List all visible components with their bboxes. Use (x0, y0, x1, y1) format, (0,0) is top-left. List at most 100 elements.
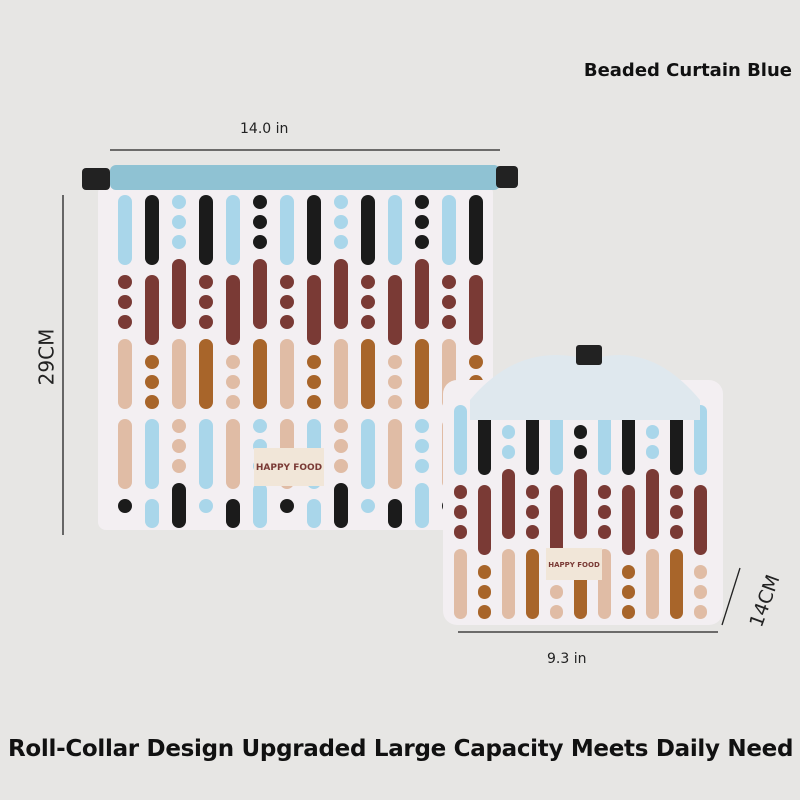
pattern-bead (502, 425, 515, 439)
pattern-bead (478, 605, 491, 619)
pattern-bead (307, 499, 321, 528)
pattern-bead (145, 355, 159, 369)
pattern-bead (415, 215, 429, 229)
pattern-bead (598, 525, 611, 539)
pattern-bead (622, 605, 635, 619)
pattern-bead (694, 565, 707, 579)
pattern-bead (478, 485, 491, 555)
roll-top-strap (110, 165, 500, 190)
pattern-bead (442, 295, 456, 309)
pattern-bead (307, 355, 321, 369)
pattern-bead (388, 275, 402, 345)
pattern-bead (694, 485, 707, 555)
pattern-bead (442, 195, 456, 265)
pattern-bead (172, 483, 186, 528)
pattern-bead (118, 295, 132, 309)
pattern-bead (145, 499, 159, 528)
pattern-bead (226, 395, 240, 409)
pattern-bead (226, 275, 240, 345)
pattern-bead (388, 375, 402, 389)
pattern-bead (334, 459, 348, 473)
pattern-bead (334, 259, 348, 329)
small-buckle-icon (576, 345, 602, 365)
tagline: Roll-Collar Design Upgraded Large Capaci… (8, 736, 794, 762)
pattern-bead (598, 505, 611, 519)
pattern-bead (280, 315, 294, 329)
pattern-bead (334, 215, 348, 229)
pattern-bead (280, 195, 294, 265)
small-brand-logo-patch (546, 548, 602, 580)
pattern-bead (172, 419, 186, 433)
pattern-bead (307, 275, 321, 345)
pattern-bead (253, 259, 267, 329)
pattern-bead (502, 549, 515, 619)
pattern-bead (415, 459, 429, 473)
pattern-bead (415, 419, 429, 433)
pattern-bead (442, 315, 456, 329)
pattern-bead (646, 445, 659, 459)
pattern-bead (253, 483, 267, 528)
pattern-bead (388, 195, 402, 265)
pattern-bead (526, 485, 539, 499)
pattern-bead (574, 445, 587, 459)
pattern-bead (253, 419, 267, 433)
pattern-bead (226, 375, 240, 389)
pattern-bead (622, 565, 635, 579)
pattern-bead (478, 405, 491, 475)
pattern-bead (388, 395, 402, 409)
pattern-bead (361, 339, 375, 409)
pattern-bead (172, 339, 186, 409)
pattern-bead (361, 315, 375, 329)
pattern-bead (118, 499, 132, 513)
pattern-bead (598, 485, 611, 499)
pattern-bead (670, 525, 683, 539)
pattern-bead (280, 339, 294, 409)
pattern-bead (526, 505, 539, 519)
pattern-bead (502, 469, 515, 539)
pattern-bead (172, 259, 186, 329)
pattern-bead (145, 419, 159, 489)
product-variant-title: Beaded Curtain Blue (583, 60, 792, 81)
pattern-bead (622, 405, 635, 475)
pattern-bead (415, 339, 429, 409)
svg-text:HAPPY FOOD: HAPPY FOOD (548, 561, 600, 569)
pattern-bead (118, 339, 132, 409)
pattern-bead (118, 315, 132, 329)
pattern-bead (334, 339, 348, 409)
pattern-bead (145, 395, 159, 409)
pattern-bead (199, 419, 213, 489)
pattern-bead (502, 445, 515, 459)
pattern-bead (454, 485, 467, 499)
pattern-bead (550, 585, 563, 599)
pattern-bead (526, 405, 539, 475)
pattern-bead (454, 525, 467, 539)
pattern-bead (646, 549, 659, 619)
pattern-bead (307, 395, 321, 409)
pattern-bead (172, 195, 186, 209)
pattern-bead (361, 499, 375, 513)
buckle-right-icon (496, 166, 518, 188)
pattern-bead (334, 419, 348, 433)
pattern-bead (694, 585, 707, 599)
pattern-bead (199, 295, 213, 309)
pattern-bead (454, 405, 467, 475)
pattern-bead (361, 195, 375, 265)
pattern-bead (415, 195, 429, 209)
pattern-bead (118, 195, 132, 265)
pattern-bead (226, 419, 240, 489)
small-width-label: 9.3 in (547, 651, 587, 667)
large-width-label: 14.0 in (240, 121, 289, 137)
pattern-bead (526, 525, 539, 539)
depth-arrow-small (721, 567, 741, 626)
pattern-bead (199, 195, 213, 265)
pattern-bead (670, 405, 683, 475)
pattern-bead (199, 275, 213, 289)
pattern-bead (526, 549, 539, 619)
pattern-bead (199, 315, 213, 329)
pattern-bead (646, 425, 659, 439)
pattern-bead (415, 439, 429, 453)
brand-logo-patch (254, 448, 324, 486)
pattern-bead (415, 259, 429, 329)
pattern-bead (388, 419, 402, 489)
pattern-bead (415, 483, 429, 528)
